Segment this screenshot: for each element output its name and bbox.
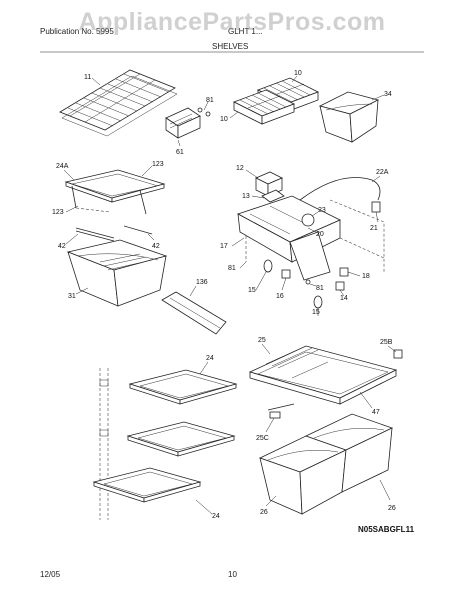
callout-24-bottom: 24 <box>212 513 220 520</box>
callout-25c: 25C <box>256 435 269 442</box>
crisper-drawer-26-left <box>258 435 348 515</box>
callout-31: 31 <box>68 293 76 300</box>
callout-17: 17 <box>220 243 228 250</box>
glass-shelf-24-bottom <box>92 467 202 503</box>
footer-date: 12/05 <box>40 570 61 579</box>
callout-123-top: 123 <box>152 161 164 168</box>
callout-26-left: 26 <box>260 509 268 516</box>
callout-42-left: 42 <box>58 243 66 250</box>
glass-shelf-24-top <box>128 369 238 405</box>
cabinet-liner-ghost <box>99 368 109 520</box>
cover-136 <box>161 291 227 335</box>
callout-24a: 24A <box>56 163 69 170</box>
callout-25b: 25B <box>380 339 393 346</box>
callout-13: 13 <box>242 193 250 200</box>
callout-11: 11 <box>84 74 91 81</box>
callout-42-right: 42 <box>152 243 160 250</box>
glass-shelf-24a <box>64 169 166 215</box>
callout-18: 18 <box>362 273 370 280</box>
callout-25: 25 <box>258 337 266 344</box>
wire-shelf-part <box>59 69 178 137</box>
callout-34: 34 <box>384 91 392 98</box>
callout-10-top: 10 <box>294 70 302 77</box>
diagram-code: N05SABGFL11 <box>358 525 415 534</box>
callout-16: 16 <box>276 293 284 300</box>
crisper-drawer-31 <box>66 239 168 307</box>
section-title: SHELVES <box>212 42 249 51</box>
callout-26-right: 26 <box>388 505 396 512</box>
callout-47: 47 <box>372 409 380 416</box>
footer-page-number: 10 <box>228 570 237 579</box>
callout-12: 12 <box>236 165 244 172</box>
callout-15-left: 15 <box>248 287 256 294</box>
callout-24-top: 24 <box>206 355 214 362</box>
control-housing-17 <box>236 195 341 281</box>
callout-15-right: 15 <box>312 309 320 316</box>
callout-81-right: 81 <box>316 285 324 292</box>
callout-81-mid: 81 <box>228 265 236 272</box>
callout-14: 14 <box>340 295 348 302</box>
publication-label: Publication No. 5995 <box>40 27 114 36</box>
callout-136: 136 <box>196 279 208 286</box>
callout-22a: 22A <box>376 169 389 176</box>
callout-61: 61 <box>176 149 184 156</box>
bracket-61 <box>165 107 201 139</box>
ice-tray-lower <box>233 89 295 125</box>
glass-shelf-25 <box>248 345 398 405</box>
callout-10-bottom: 10 <box>220 116 228 123</box>
crisper-drawer-26-right <box>304 413 394 493</box>
model-label: GLHT 1... <box>228 27 263 36</box>
callout-81-top: 81 <box>206 97 214 104</box>
storage-bin-34 <box>318 91 380 143</box>
callout-20: 20 <box>316 231 324 238</box>
callout-23: 23 <box>318 207 326 214</box>
callout-123-left: 123 <box>52 209 64 216</box>
callout-21: 21 <box>370 225 378 232</box>
glass-shelf-24-middle <box>126 421 236 457</box>
